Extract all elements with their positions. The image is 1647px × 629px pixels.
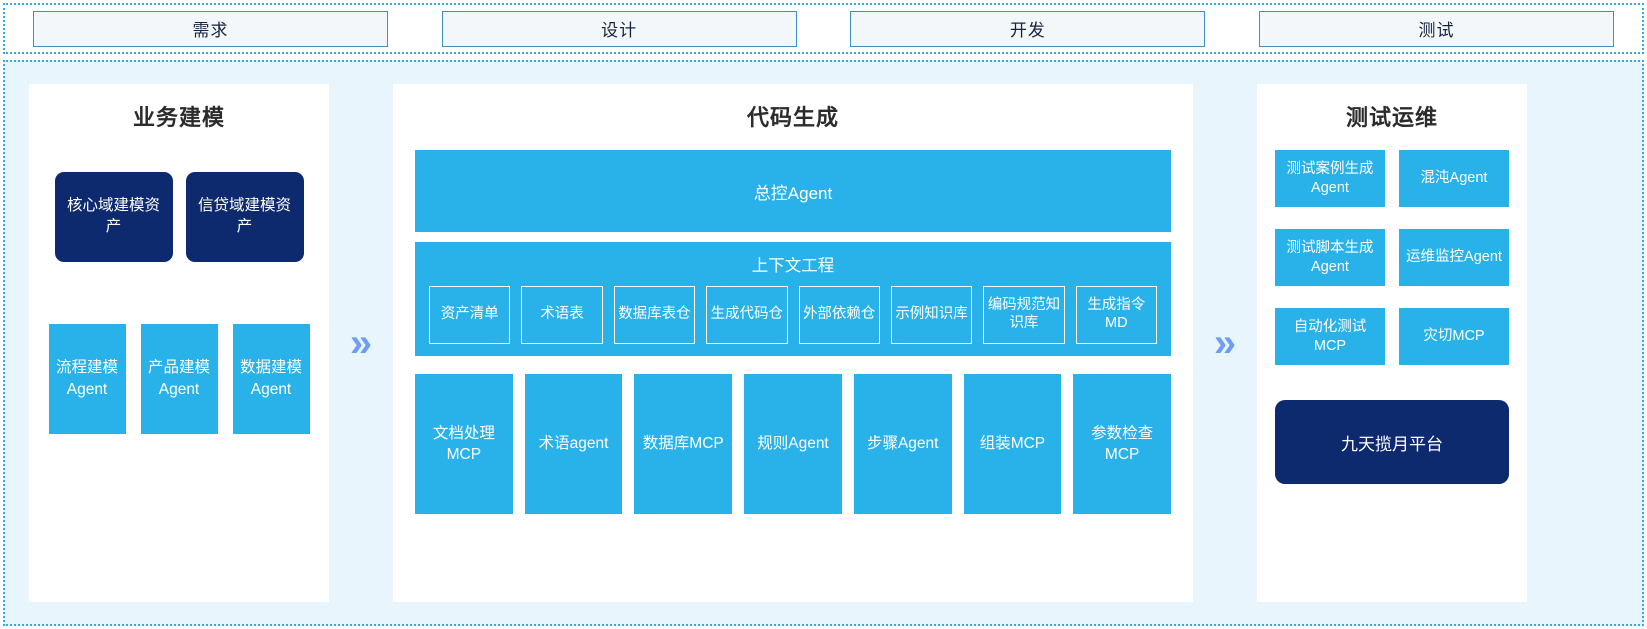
disaster-switch-mcp[interactable]: 灾切MCP xyxy=(1399,308,1509,365)
tool-document-processing-mcp[interactable]: 文档处理MCP xyxy=(414,374,513,514)
context-item-coding-standard-knowledge-base[interactable]: 编码规范知识库 xyxy=(983,286,1065,344)
tool-card-row: 文档处理MCP 术语agent 数据库MCP 规则Agent 步骤Agent 组… xyxy=(414,374,1172,514)
tool-label: 参数检查MCP xyxy=(1091,424,1154,463)
control-agent-label: 总控Agent xyxy=(753,183,833,203)
context-item-label: 资产清单 xyxy=(440,306,499,323)
agent-label: 产品建模Agent xyxy=(147,359,210,398)
panel-title-code-generation: 代码生成 xyxy=(746,105,839,130)
context-item-generated-code-repo[interactable]: 生成代码仓 xyxy=(706,286,788,344)
card-label: 灾切MCP xyxy=(1423,328,1485,345)
double-chevron-right-icon: » xyxy=(349,321,373,365)
context-item-label: 外部依赖仓 xyxy=(802,306,876,323)
context-item-glossary[interactable]: 术语表 xyxy=(521,286,603,344)
context-item-label: 数据库表仓 xyxy=(618,306,691,323)
testcase-generation-agent[interactable]: 测试案例生成Agent xyxy=(1275,150,1385,207)
card-label: 测试脚本生成Agent xyxy=(1286,239,1374,275)
context-engineering-title: 上下文工程 xyxy=(751,257,835,275)
phase-label: 设计 xyxy=(601,21,638,40)
business-agent-row: 流程建模Agent 产品建模Agent 数据建模Agent xyxy=(29,324,329,434)
tool-parameter-check-mcp[interactable]: 参数检查MCP xyxy=(1073,374,1172,514)
card-label: 混沌Agent xyxy=(1420,170,1488,187)
flow-arrow-right: » xyxy=(1193,62,1257,624)
context-item-external-dependency-repo[interactable]: 外部依赖仓 xyxy=(798,286,880,344)
asset-label: 核心域建模资产 xyxy=(66,197,160,235)
asset-core-domain[interactable]: 核心域建模资产 xyxy=(54,172,173,262)
tool-label: 步骤Agent xyxy=(866,435,939,453)
test-ops-grid: 测试案例生成Agent 混沌Agent 测试脚本生成Agent 运维监控Agen… xyxy=(1275,150,1509,365)
agent-label: 流程建模Agent xyxy=(55,359,118,398)
panel-title-test-ops: 测试运维 xyxy=(1345,105,1438,130)
ops-monitoring-agent[interactable]: 运维监控Agent xyxy=(1399,229,1509,286)
card-label: 运维监控Agent xyxy=(1406,249,1502,266)
test-script-generation-agent[interactable]: 测试脚本生成Agent xyxy=(1275,229,1385,286)
platform-box[interactable]: 九天揽月平台 xyxy=(1275,400,1509,484)
panel-test-ops: 测试运维 测试案例生成Agent 混沌Agent 测试脚本生成Agent 运维监 xyxy=(1257,84,1527,602)
panel-title-business-modeling: 业务建模 xyxy=(132,105,225,130)
platform-label: 九天揽月平台 xyxy=(1341,434,1443,454)
agent-label: 数据建模Agent xyxy=(239,359,302,398)
tool-label: 数据库MCP xyxy=(642,435,724,453)
test-ops-row: 自动化测试MCP 灾切MCP xyxy=(1275,308,1509,365)
test-ops-row: 测试案例生成Agent 混沌Agent xyxy=(1275,150,1509,207)
card-label: 测试案例生成Agent xyxy=(1286,160,1374,196)
context-item-label: 生成代码仓 xyxy=(710,306,784,323)
tool-step-agent[interactable]: 步骤Agent xyxy=(853,374,952,514)
main-region: 业务建模 核心域建模资产 信贷域建模资产 流程建模Agent 产品建模Agent… xyxy=(3,60,1644,626)
double-chevron-right-icon: » xyxy=(1213,321,1237,365)
context-item-db-table-repo[interactable]: 数据库表仓 xyxy=(613,286,696,344)
tool-label: 组装MCP xyxy=(979,435,1046,453)
phase-item-development[interactable]: 开发 xyxy=(850,10,1206,47)
context-engineering-block: 上下文工程 资产清单 术语表 数据库表仓 生成代码仓 外部依赖仓 xyxy=(415,242,1171,356)
asset-credit-domain[interactable]: 信贷域建模资产 xyxy=(185,172,304,262)
context-item-example-knowledge-base[interactable]: 示例知识库 xyxy=(890,286,973,344)
tool-label: 术语agent xyxy=(538,435,609,453)
phase-label: 开发 xyxy=(1009,21,1046,40)
tool-assembly-mcp[interactable]: 组装MCP xyxy=(963,374,1062,514)
context-item-label: 生成指令MD xyxy=(1087,297,1146,331)
business-asset-row: 核心域建模资产 信贷域建模资产 xyxy=(29,172,329,262)
phase-item-testing[interactable]: 测试 xyxy=(1258,10,1614,47)
phase-item-requirements[interactable]: 需求 xyxy=(33,10,388,47)
chaos-agent[interactable]: 混沌Agent xyxy=(1399,150,1509,207)
automated-test-mcp[interactable]: 自动化测试MCP xyxy=(1275,308,1385,365)
context-item-label: 示例知识库 xyxy=(895,306,968,323)
tool-glossary-agent[interactable]: 术语agent xyxy=(524,374,623,514)
tool-label: 规则Agent xyxy=(757,435,829,453)
context-item-label: 术语表 xyxy=(540,306,584,323)
tool-label: 文档处理MCP xyxy=(432,424,495,463)
phase-item-design[interactable]: 设计 xyxy=(441,10,797,47)
agent-data-modeling[interactable]: 数据建模Agent xyxy=(232,324,310,434)
phase-label: 需求 xyxy=(192,21,229,40)
context-item-label: 编码规范知识库 xyxy=(987,297,1061,331)
context-item-asset-list[interactable]: 资产清单 xyxy=(429,286,511,344)
control-agent-bar[interactable]: 总控Agent xyxy=(415,150,1171,232)
phase-label: 测试 xyxy=(1418,21,1455,40)
agent-process-modeling[interactable]: 流程建模Agent xyxy=(48,324,126,434)
flow-arrow-left: » xyxy=(329,62,393,624)
tool-rule-agent[interactable]: 规则Agent xyxy=(744,374,842,514)
context-item-generation-instruction-md[interactable]: 生成指令MD xyxy=(1075,286,1157,344)
agent-product-modeling[interactable]: 产品建模Agent xyxy=(140,324,218,434)
tool-database-mcp[interactable]: 数据库MCP xyxy=(634,374,733,514)
test-ops-row: 测试脚本生成Agent 运维监控Agent xyxy=(1275,229,1509,286)
card-label: 自动化测试MCP xyxy=(1293,318,1367,354)
context-item-list: 资产清单 术语表 数据库表仓 生成代码仓 外部依赖仓 示例知 xyxy=(415,286,1171,344)
panel-business-modeling: 业务建模 核心域建模资产 信贷域建模资产 流程建模Agent 产品建模Agent… xyxy=(29,84,329,602)
phase-strip: 需求 设计 开发 测试 xyxy=(3,3,1644,54)
panel-code-generation: 代码生成 总控Agent 上下文工程 资产清单 术语表 数据库表仓 xyxy=(393,84,1193,602)
asset-label: 信贷域建模资产 xyxy=(197,197,291,235)
